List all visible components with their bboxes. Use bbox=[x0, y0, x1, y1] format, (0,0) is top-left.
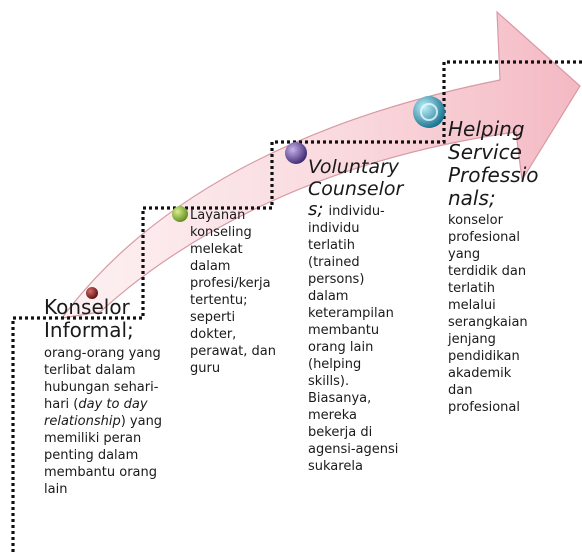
stage-konselor-informal: Konselor Informal; orang-orang yang terl… bbox=[44, 296, 176, 498]
desc-line: agensi-agensi bbox=[308, 442, 399, 457]
desc-line: guru bbox=[190, 361, 221, 376]
desc-line: membantu orang bbox=[44, 465, 158, 480]
stage-title-line2: Counselor bbox=[308, 178, 404, 200]
desc-line: Biasanya, bbox=[308, 391, 372, 406]
desc-line: relationship) yang bbox=[44, 414, 163, 429]
desc-line: individu bbox=[308, 221, 360, 236]
desc-line: terlibat dalam bbox=[44, 363, 136, 378]
desc-line: jenjang bbox=[448, 332, 496, 347]
desc-line: dalam bbox=[190, 259, 231, 274]
desc-line: dan bbox=[448, 383, 473, 398]
desc-line: terlatih bbox=[308, 238, 355, 253]
desc-line: tertentu; bbox=[190, 293, 248, 308]
desc-line: orang-orang yang bbox=[44, 346, 161, 361]
purple-sphere-icon bbox=[285, 142, 307, 164]
desc-line: orang lain bbox=[308, 340, 374, 355]
desc-line: terdidik dan bbox=[448, 264, 527, 279]
desc-line: sukarela bbox=[308, 459, 363, 474]
desc-line: dokter, bbox=[190, 327, 237, 342]
desc-line: membantu bbox=[308, 323, 380, 338]
desc-line: profesional bbox=[448, 230, 520, 245]
stage-title: Layanan bbox=[190, 208, 246, 223]
desc-line: melekat bbox=[190, 242, 243, 257]
blue-sphere-icon bbox=[413, 96, 445, 128]
stage-title-line2: Service bbox=[448, 140, 522, 164]
desc-first-line: individu- bbox=[328, 204, 385, 219]
desc-line: memiliki peran bbox=[44, 431, 142, 446]
desc-line: serangkaian bbox=[448, 315, 528, 330]
stage-title-line4: nals; bbox=[448, 186, 496, 210]
desc-line: mereka bbox=[308, 408, 357, 423]
stage-helping-service-professionals: Helping Service Professio nals; konselor… bbox=[448, 118, 558, 416]
desc-line: pendidikan bbox=[448, 349, 520, 364]
stage-description: konselor profesional yang terdidik dan t… bbox=[448, 212, 558, 416]
desc-line: yang bbox=[448, 247, 481, 262]
desc-line: profesional bbox=[448, 400, 520, 415]
stage-title-tail-row: s; individu- bbox=[308, 200, 418, 220]
desc-line: profesi/kerja bbox=[190, 276, 271, 291]
desc-line: (trained bbox=[308, 255, 360, 270]
stage-title-line1: Voluntary bbox=[308, 156, 400, 178]
desc-line: hubungan sehari- bbox=[44, 380, 159, 395]
desc-line: konseling bbox=[190, 225, 252, 240]
desc-line: lain bbox=[44, 482, 68, 497]
desc-line: penting dalam bbox=[44, 448, 139, 463]
dark-red-sphere-icon bbox=[86, 287, 98, 299]
stage-title-line1: Konselor bbox=[44, 295, 130, 319]
desc-line: melalui bbox=[448, 298, 496, 313]
stage-voluntary-counselors: Voluntary Counselor s; individu- individ… bbox=[308, 156, 418, 475]
green-sphere-icon bbox=[172, 206, 188, 222]
desc-line: bekerja di bbox=[308, 425, 373, 440]
desc-line: dalam bbox=[308, 289, 349, 304]
desc-line: terlatih bbox=[448, 281, 495, 296]
stage-title-tail: s; bbox=[308, 199, 324, 220]
desc-line: perawat, dan bbox=[190, 344, 276, 359]
desc-line: keterampilan bbox=[308, 306, 394, 321]
stage-title-line3: Professio bbox=[448, 163, 539, 187]
desc-line: seperti bbox=[190, 310, 236, 325]
desc-line: konselor bbox=[448, 213, 503, 228]
stage-title-line2: Informal; bbox=[44, 318, 134, 342]
desc-line: (helping bbox=[308, 357, 362, 372]
desc-line: persons) bbox=[308, 272, 365, 287]
desc-line: akademik bbox=[448, 366, 512, 381]
stage-description: orang-orang yang terlibat dalam hubungan… bbox=[44, 345, 176, 498]
desc-line: hari (day to day bbox=[44, 397, 148, 412]
desc-line: skills). bbox=[308, 374, 350, 389]
stage-layanan: Layanan konseling melekat dalam profesi/… bbox=[190, 207, 280, 377]
dotted-staircase bbox=[11, 60, 582, 552]
stage-title-line1: Helping bbox=[448, 117, 525, 141]
